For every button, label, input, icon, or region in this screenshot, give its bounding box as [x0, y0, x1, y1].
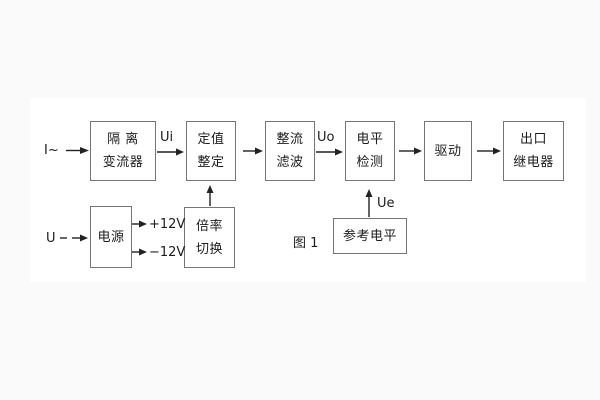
block-drive: 驱动 — [424, 121, 472, 181]
block-isolation-converter-line2: 变流器 — [102, 155, 144, 170]
block-setting-adjust: 定值 整定 — [186, 121, 236, 181]
block-rectifier-filter-line1: 整流 — [276, 132, 304, 147]
label-supply-negative: −12V — [149, 245, 186, 260]
block-rectifier-filter-line2: 滤波 — [276, 155, 304, 170]
block-reference-level-line1: 参考电平 — [342, 228, 397, 244]
block-level-detect: 电平 检测 — [345, 121, 395, 181]
block-rectifier-filter: 整流 滤波 — [265, 121, 315, 181]
block-reference-level: 参考电平 — [333, 218, 407, 254]
label-ue: Ue — [377, 196, 395, 211]
block-isolation-converter: 隔 离 变流器 — [90, 121, 156, 181]
label-ui: Ui — [160, 130, 174, 145]
block-setting-adjust-line1: 定值 — [197, 132, 225, 147]
block-ratio-switch-line2: 切换 — [195, 241, 223, 257]
block-output-relay-line2: 继电器 — [513, 155, 554, 170]
block-power-supply: 电源 — [90, 206, 132, 268]
block-output-relay-line1: 出口 — [519, 132, 547, 147]
block-level-detect-line2: 检测 — [356, 155, 384, 170]
label-supply-positive: +12V — [149, 217, 186, 232]
figure-caption: 图 1 — [293, 236, 319, 251]
block-power-supply-line1: 电源 — [97, 229, 125, 245]
block-ratio-switch: 倍率 切换 — [184, 207, 235, 268]
block-drive-line1: 驱动 — [434, 143, 462, 159]
block-isolation-converter-line1: 隔 离 — [107, 132, 139, 147]
label-input-voltage: U — [46, 231, 56, 246]
block-level-detect-line1: 电平 — [356, 132, 384, 147]
label-uo: Uo — [317, 130, 335, 145]
label-input-current: I~ — [44, 143, 59, 158]
block-setting-adjust-line2: 整定 — [197, 155, 225, 170]
block-output-relay: 出口 继电器 — [503, 121, 564, 181]
block-ratio-switch-line1: 倍率 — [195, 218, 223, 234]
